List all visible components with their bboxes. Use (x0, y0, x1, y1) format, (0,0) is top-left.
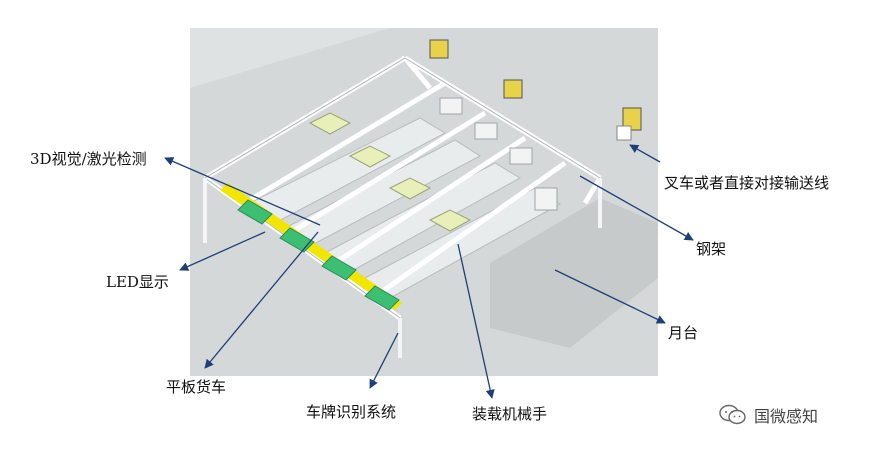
label-flatbed-truck: 平板货车 (166, 378, 227, 396)
label-dock-platform: 月台 (668, 324, 699, 342)
label-forklift-or-conveyor: 叉车或者直接对接输送线 (664, 174, 830, 192)
conveyor-machinery (439, 97, 558, 211)
label-steel-frame: 钢架 (696, 240, 727, 258)
label-3d-vision-laser-detection: 3D视觉/激光检测 (30, 150, 147, 168)
watermark-text: 国微感知 (754, 407, 819, 426)
watermark: 国微感知 (718, 400, 818, 430)
forklift-icons (429, 39, 642, 141)
label-loading-robot-arm: 装载机械手 (472, 405, 548, 423)
label-plate-recognition-system: 车牌识别系统 (306, 403, 397, 421)
label-led-display: LED显示 (106, 273, 169, 291)
loading-system-render (190, 28, 658, 376)
cargo-pallets (308, 112, 472, 232)
wechat-icon (719, 404, 746, 425)
